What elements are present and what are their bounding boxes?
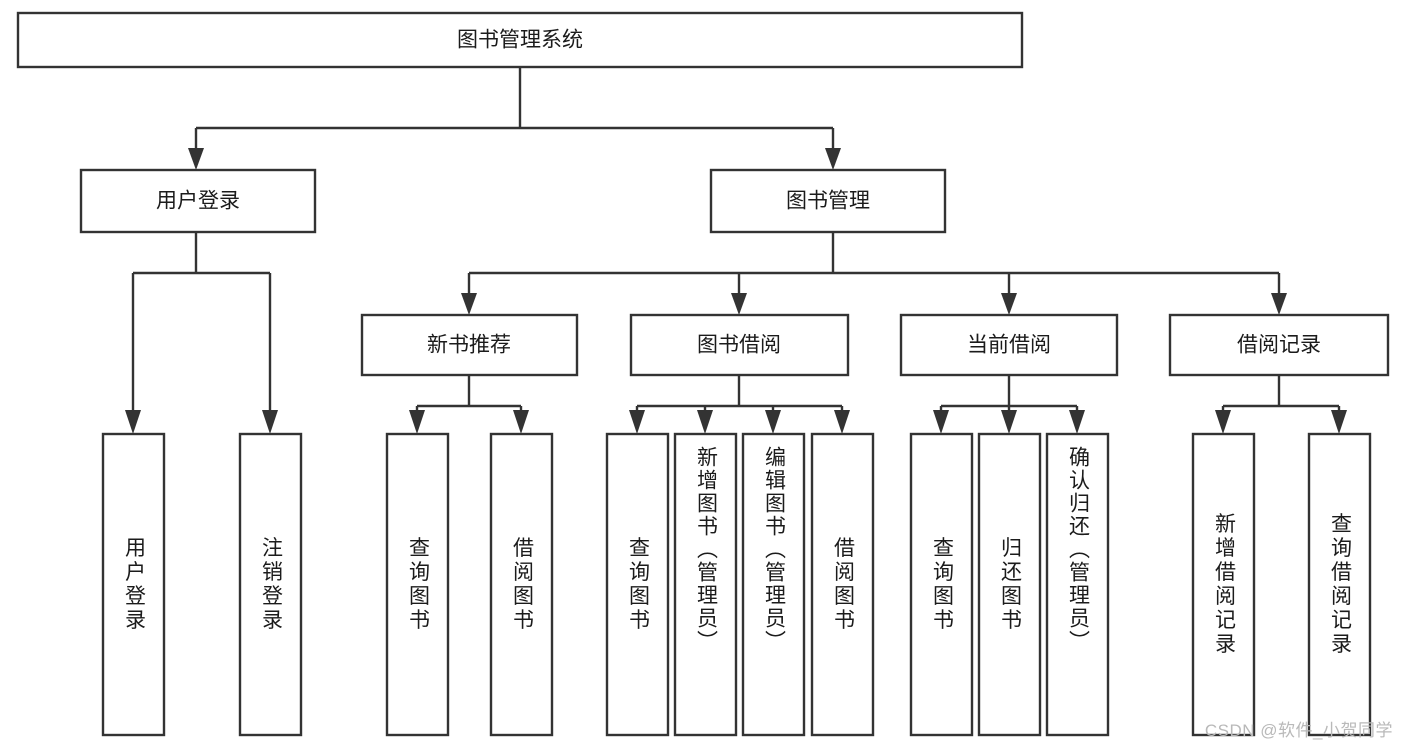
leaf-add-book-label: 新增图书（管理员） — [694, 446, 718, 653]
leaf-confirm-return[interactable]: 确认归还（管理员） — [1045, 432, 1110, 737]
arrow-to-leaf-add-record — [1215, 410, 1231, 434]
leaf-add-record-label: 新增借阅记录 — [1212, 513, 1236, 657]
arrow-to-leaf-user-logout — [262, 410, 278, 434]
leaf-query-book-3-label: 查询图书 — [930, 537, 954, 633]
arrow-to-user-login — [188, 148, 204, 170]
node-current-borrow[interactable]: 当前借阅 — [899, 313, 1119, 377]
arrow-to-leaf-confirm-return — [1069, 410, 1085, 434]
leaf-borrow-book-2[interactable]: 借阅图书 — [810, 432, 875, 737]
node-book-manage-label: 图书管理 — [786, 190, 870, 213]
leaf-add-record-box[interactable] — [1191, 432, 1256, 737]
leaf-query-book-1[interactable]: 查询图书 — [385, 432, 450, 737]
connector-layer — [125, 67, 1347, 434]
connector-root-to-bus — [194, 67, 835, 155]
leaf-confirm-return-box[interactable] — [1045, 432, 1110, 737]
leaf-user-logout-box[interactable] — [238, 432, 303, 737]
leaf-query-book-2[interactable]: 查询图书 — [605, 432, 670, 737]
node-new-book-recommend-box[interactable] — [360, 313, 579, 377]
leaf-borrow-book-1[interactable]: 借阅图书 — [489, 432, 554, 737]
node-user-login[interactable]: 用户登录 — [79, 168, 317, 234]
leaf-query-book-3[interactable]: 查询图书 — [909, 432, 974, 737]
arrow-to-new-book-recommend — [461, 293, 477, 315]
arrow-to-leaf-add-book — [697, 410, 713, 434]
leaf-query-book-3-box[interactable] — [909, 432, 974, 737]
arrow-to-book-borrow — [731, 293, 747, 315]
leaf-edit-book-label: 编辑图书（管理员） — [762, 446, 786, 653]
arrow-to-leaf-user-login — [125, 410, 141, 434]
leaf-query-book-2-box[interactable] — [605, 432, 670, 737]
arrow-to-leaf-borrow-book-1 — [513, 410, 529, 434]
arrow-to-leaf-borrow-book-2 — [834, 410, 850, 434]
arrow-to-leaf-query-book-2 — [629, 410, 645, 434]
arrow-to-borrow-record — [1271, 293, 1287, 315]
node-borrow-record[interactable]: 借阅记录 — [1168, 313, 1390, 377]
leaf-borrow-book-1-box[interactable] — [489, 432, 554, 737]
leaf-user-logout[interactable]: 注销登录 — [238, 432, 303, 737]
connector-book-borrow-to-leaves — [635, 375, 844, 413]
leaf-add-record[interactable]: 新增借阅记录 — [1191, 432, 1256, 737]
leaf-return-book-label: 归还图书 — [998, 537, 1022, 633]
leaf-edit-book-box[interactable] — [741, 432, 806, 737]
node-current-borrow-box[interactable] — [899, 313, 1119, 377]
node-new-book-recommend-label: 新书推荐 — [427, 334, 511, 357]
leaf-return-book-box[interactable] — [977, 432, 1042, 737]
leaf-query-book-1-label: 查询图书 — [406, 537, 430, 633]
node-user-login-label: 用户登录 — [156, 190, 240, 213]
node-root-label: 图书管理系统 — [457, 29, 583, 52]
arrow-to-leaf-query-book-1 — [409, 410, 425, 434]
leaf-query-record[interactable]: 查询借阅记录 — [1307, 432, 1372, 737]
node-root-box[interactable] — [16, 11, 1024, 69]
connector-new-book-recommend-to-leaves — [415, 375, 523, 413]
leaf-user-login-label: 用户登录 — [122, 537, 146, 633]
node-user-login-box[interactable] — [79, 168, 317, 234]
node-new-book-recommend[interactable]: 新书推荐 — [360, 313, 579, 377]
node-borrow-record-label: 借阅记录 — [1237, 334, 1321, 357]
connector-current-borrow-to-leaves — [939, 375, 1079, 413]
leaf-confirm-return-label: 确认归还（管理员） — [1066, 446, 1090, 653]
leaf-add-book[interactable]: 新增图书（管理员） — [673, 432, 738, 737]
node-borrow-record-box[interactable] — [1168, 313, 1390, 377]
leaf-query-book-1-box[interactable] — [385, 432, 450, 737]
node-book-manage[interactable]: 图书管理 — [709, 168, 947, 234]
node-book-borrow[interactable]: 图书借阅 — [629, 313, 850, 377]
leaf-query-book-2-label: 查询图书 — [626, 537, 650, 633]
node-root[interactable]: 图书管理系统 — [16, 11, 1024, 69]
arrow-to-current-borrow — [1001, 293, 1017, 315]
leaf-query-record-box[interactable] — [1307, 432, 1372, 737]
arrow-to-book-manage — [825, 148, 841, 170]
connector-book-manage-to-bus — [467, 232, 1281, 298]
leaf-user-login-box[interactable] — [101, 432, 166, 737]
leaf-user-login[interactable]: 用户登录 — [101, 432, 166, 737]
arrow-to-leaf-return-book — [1001, 410, 1017, 434]
leaf-user-logout-label: 注销登录 — [259, 537, 283, 633]
node-book-manage-box[interactable] — [709, 168, 947, 234]
leaf-edit-book[interactable]: 编辑图书（管理员） — [741, 432, 806, 737]
arrow-to-leaf-edit-book — [765, 410, 781, 434]
node-book-borrow-box[interactable] — [629, 313, 850, 377]
connector-borrow-record-to-leaves — [1221, 375, 1341, 413]
leaf-query-record-label: 查询借阅记录 — [1328, 513, 1352, 657]
arrow-to-leaf-query-book-3 — [933, 410, 949, 434]
leaf-borrow-book-2-box[interactable] — [810, 432, 875, 737]
leaf-borrow-book-1-label: 借阅图书 — [510, 537, 534, 633]
leaf-return-book[interactable]: 归还图书 — [977, 432, 1042, 737]
leaf-borrow-book-2-label: 借阅图书 — [831, 537, 855, 633]
node-book-borrow-label: 图书借阅 — [697, 334, 781, 357]
node-current-borrow-label: 当前借阅 — [967, 334, 1051, 357]
leaf-add-book-box[interactable] — [673, 432, 738, 737]
arrow-to-leaf-query-record — [1331, 410, 1347, 434]
connector-user-login-to-bus — [131, 232, 272, 413]
